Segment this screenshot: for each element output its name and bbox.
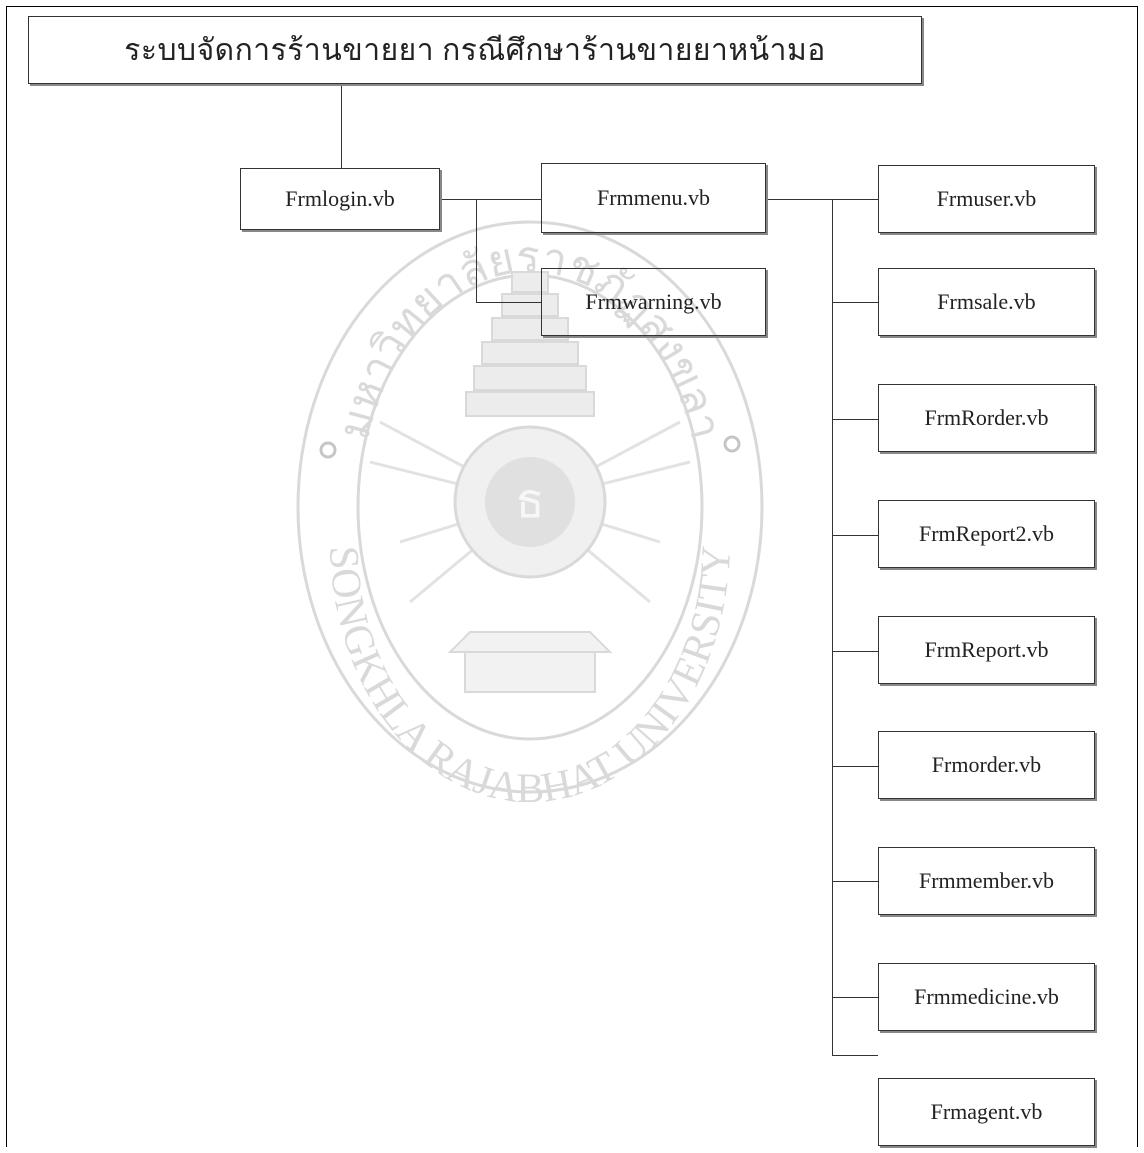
connector-menu-trunk <box>766 199 878 200</box>
node-sale: Frmsale.vb <box>878 268 1095 336</box>
node-report2: FrmReport2.vb <box>878 500 1095 568</box>
connector-branch <box>832 1055 878 1056</box>
connector-branch <box>832 766 878 767</box>
svg-text:ธ: ธ <box>515 473 544 529</box>
node-member: Frmmember.vb <box>878 847 1095 915</box>
node-menu: Frmmenu.vb <box>541 163 766 233</box>
node-order: Frmorder.vb <box>878 731 1095 799</box>
connector-login-branch <box>476 199 477 302</box>
diagram-title: ระบบจัดการร้านขายยา กรณีศึกษาร้านขายยาหน… <box>28 16 922 84</box>
connector-branch <box>832 881 878 882</box>
connector-login-warning <box>476 302 541 303</box>
connector-login-menu <box>440 199 541 200</box>
connector-branch <box>832 535 878 536</box>
university-seal-icon: มหาวิทยาลัยราชภัฏสงขลา SONGKHLA RAJABHAT… <box>296 220 764 802</box>
node-login: Frmlogin.vb <box>240 168 440 230</box>
diagram-frame <box>6 6 1138 1147</box>
connector-branch <box>832 302 878 303</box>
node-warning: Frmwarning.vb <box>541 268 766 336</box>
connector-branch <box>832 651 878 652</box>
node-report: FrmReport.vb <box>878 616 1095 684</box>
connector-branch <box>832 997 878 998</box>
node-agent: Frmagent.vb <box>878 1078 1095 1146</box>
connector-trunk-vertical <box>832 199 833 1055</box>
connector-title-login <box>341 84 342 168</box>
connector-branch <box>832 419 878 420</box>
node-rorder: FrmRorder.vb <box>878 384 1095 452</box>
node-medicine: Frmmedicine.vb <box>878 963 1095 1031</box>
node-user: Frmuser.vb <box>878 165 1095 233</box>
